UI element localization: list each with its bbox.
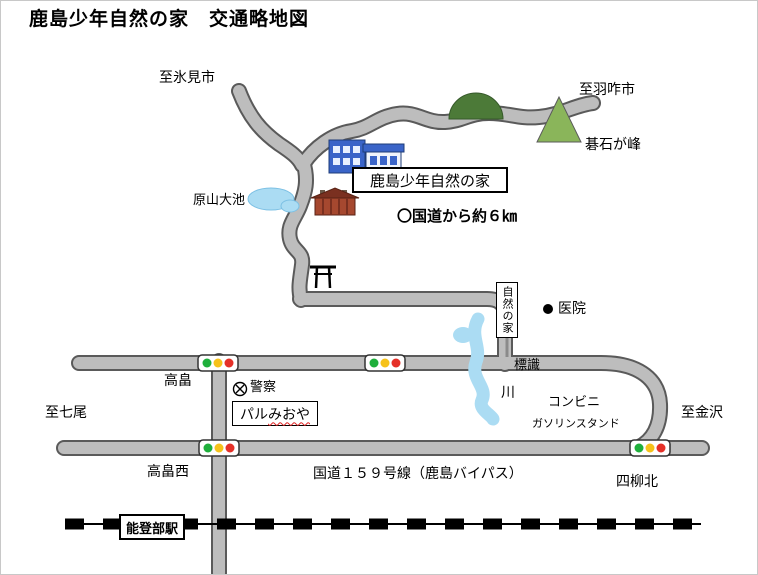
- store-name-part2: みおや: [268, 405, 310, 422]
- road-to-hakui: [298, 97, 599, 169]
- direction-kanazawa: 至金沢: [681, 404, 723, 420]
- signal-green: [634, 443, 644, 453]
- school-window: [353, 146, 360, 153]
- store-label-box: パルみおや: [232, 401, 318, 426]
- distance-note: 〇国道から約６㎞: [397, 208, 518, 225]
- nature-house-label: 鹿島少年自然の家: [369, 172, 490, 190]
- direction-nanao: 至七尾: [45, 404, 87, 420]
- signal-yellow: [645, 443, 655, 453]
- map-title: 鹿島少年自然の家 交通略地図: [29, 9, 310, 30]
- nature-house-label-box: 鹿島少年自然の家: [352, 167, 508, 193]
- police-cross: [235, 384, 245, 394]
- nature-house-signpost: 自然の家: [496, 282, 518, 338]
- direction-hakui: 至羽咋市: [579, 81, 635, 97]
- direction-himi: 至氷見市: [159, 69, 215, 85]
- torii-icon: [310, 265, 336, 289]
- annex-window: [370, 156, 377, 165]
- school-window: [343, 146, 350, 153]
- signpost-text: 自然の家: [501, 286, 513, 334]
- route-label: 国道１５９号線（鹿島バイパス）: [313, 465, 523, 481]
- road-to-himi: [233, 85, 308, 171]
- torii-right-leg: [327, 266, 332, 289]
- house-body: [314, 197, 356, 216]
- intersection-takabatake: 高畠: [164, 372, 192, 388]
- school-window: [343, 158, 350, 165]
- intersection-takabatake-nishi: 高畠西: [147, 463, 189, 479]
- signal-red: [656, 443, 666, 453]
- convenience-label: コンビニ: [548, 394, 601, 409]
- school-window: [333, 146, 340, 153]
- gas-station-label: ガソリンスタンド: [532, 418, 620, 430]
- signal-green: [203, 443, 213, 453]
- torii-left-leg: [314, 266, 319, 289]
- signal-green: [202, 358, 212, 368]
- school-window: [333, 158, 340, 165]
- sign-caption: 標識: [514, 357, 541, 372]
- pond-icon: [247, 187, 300, 213]
- clinic-dot-icon: [543, 304, 553, 314]
- house-stripes: [322, 198, 348, 215]
- police-label: 警察: [250, 379, 277, 394]
- signal-red: [224, 358, 234, 368]
- annex-roof: [362, 143, 405, 153]
- mountain-peak-icon: [536, 95, 582, 143]
- pond-lobe: [280, 199, 300, 213]
- traffic-light-yotsuyanagi-kita: [629, 439, 671, 457]
- river-shape: [453, 312, 500, 426]
- signal-yellow: [214, 443, 224, 453]
- mountain-dome-icon: [448, 92, 504, 120]
- signal-green: [369, 358, 379, 368]
- school-window: [353, 158, 360, 165]
- house-building-icon: [310, 187, 360, 216]
- road-upper: [73, 357, 667, 454]
- mountain-label: 碁石が峰: [585, 136, 641, 152]
- river-pool: [453, 327, 473, 343]
- road-winding: [283, 155, 313, 306]
- pond-label: 原山大池: [193, 192, 246, 207]
- store-name-part1: パル: [240, 405, 268, 422]
- traffic-light-takabatake: [197, 354, 239, 372]
- signal-red: [391, 358, 401, 368]
- traffic-light-middle: [364, 354, 406, 372]
- annex-window: [380, 156, 387, 165]
- station-label-box: 能登部駅: [119, 514, 185, 540]
- station-label: 能登部駅: [125, 520, 178, 536]
- traffic-light-takabatake-nishi: [198, 439, 240, 457]
- road-fills: [58, 85, 708, 574]
- river-label: 川: [501, 384, 515, 400]
- signal-yellow: [213, 358, 223, 368]
- river-band: [468, 312, 500, 426]
- intersection-yotsuyanagi-kita: 四柳北: [616, 473, 658, 489]
- clinic-label: 医院: [558, 300, 586, 316]
- annex-window: [390, 156, 397, 165]
- police-icon: [232, 381, 248, 397]
- signal-yellow: [380, 358, 390, 368]
- signal-red: [225, 443, 235, 453]
